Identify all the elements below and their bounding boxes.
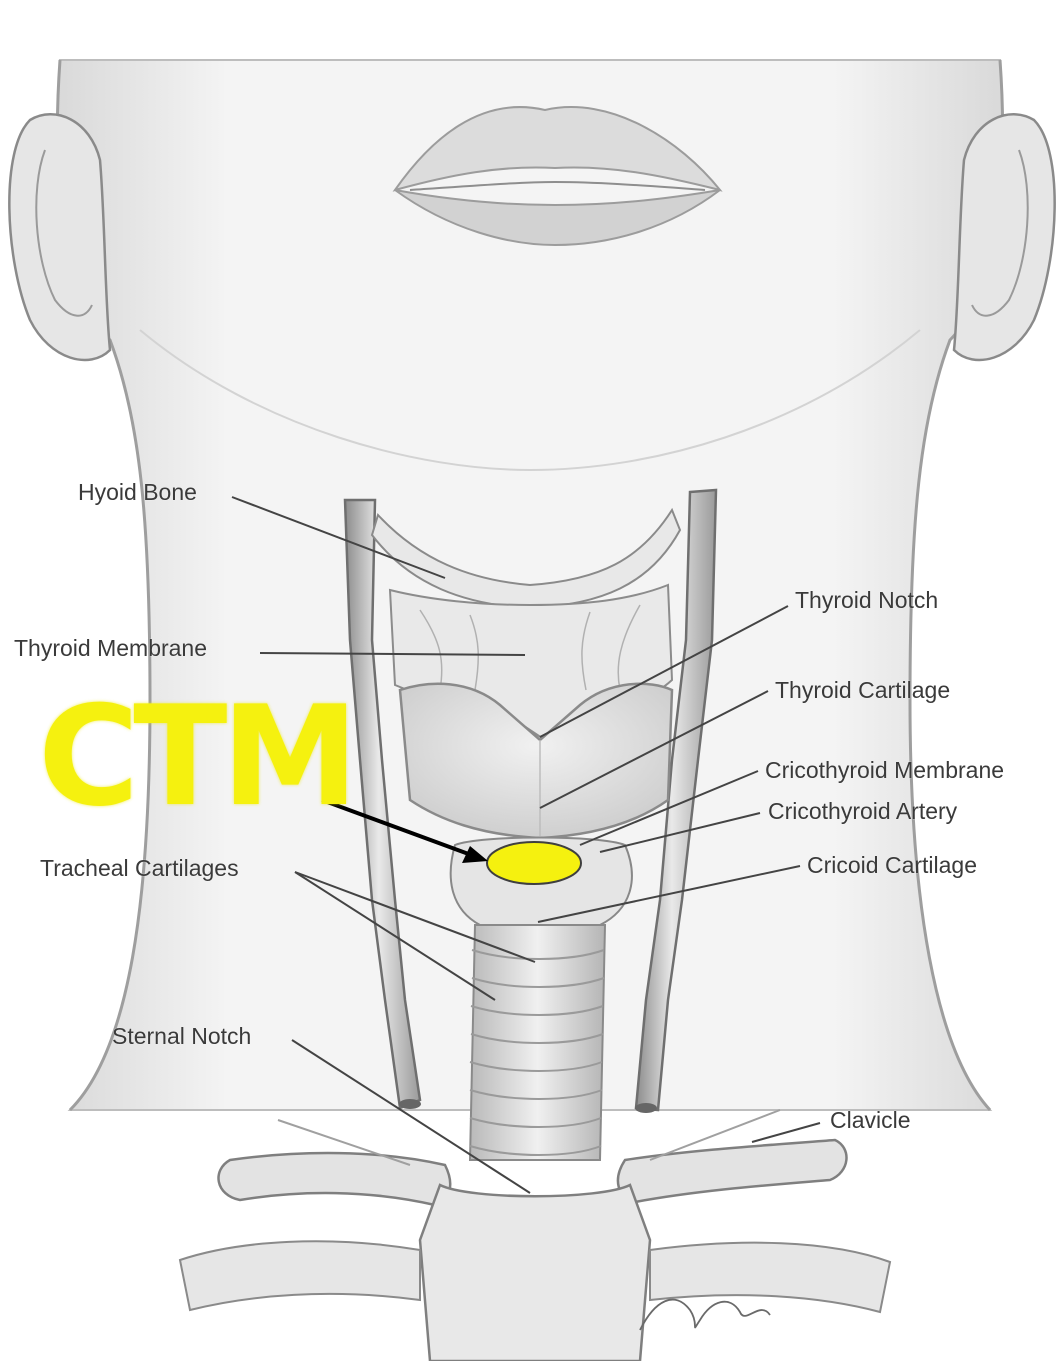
artist-signature [640,1300,770,1330]
label-cricothyroid-membrane: Cricothyroid Membrane [765,759,1004,782]
label-hyoid-bone: Hyoid Bone [78,481,197,504]
label-thyroid-membrane: Thyroid Membrane [14,637,207,660]
label-sternal-notch: Sternal Notch [112,1025,251,1048]
cricothyroid-membrane-highlight [487,842,581,884]
label-cricoid-cartilage: Cricoid Cartilage [807,854,977,877]
label-cricothyroid-artery: Cricothyroid Artery [768,800,957,823]
label-thyroid-notch: Thyroid Notch [795,589,938,612]
left-ear [9,114,110,360]
label-tracheal-cartilages: Tracheal Cartilages [40,857,239,880]
right-ear [954,114,1055,360]
trachea [470,925,605,1160]
ctm-title: CTM [38,688,353,826]
leader-clavicle [752,1123,820,1142]
label-clavicle: Clavicle [830,1109,911,1132]
larynx [390,585,672,838]
label-thyroid-cartilage: Thyroid Cartilage [775,679,950,702]
